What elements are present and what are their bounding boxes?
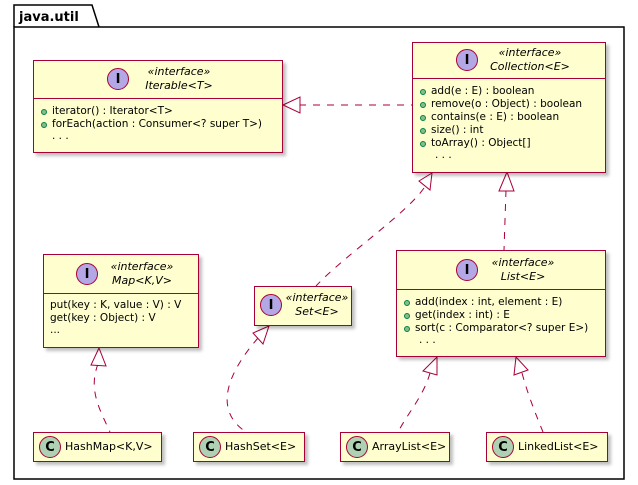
member-row: sort(c : Comparator<? super E>) bbox=[397, 322, 605, 335]
public-method-icon bbox=[404, 313, 410, 319]
hashmap-name: HashMap<K,V> bbox=[65, 440, 153, 453]
iterable-interface-box[interactable]: I «interface» Iterable<T> iterator() : I… bbox=[33, 60, 283, 153]
member-row: get(key : Object) : V bbox=[50, 312, 156, 324]
member-row: get(index : int) : E bbox=[397, 309, 605, 322]
member-row: size() : int bbox=[413, 124, 605, 137]
edge-collection-extends-iterable bbox=[281, 96, 412, 114]
class-badge-icon: C bbox=[199, 436, 221, 458]
interface-badge-icon: I bbox=[456, 259, 478, 281]
member-row: put(key : K, value : V) : V bbox=[50, 299, 182, 311]
list-name: List<E> bbox=[500, 270, 546, 283]
public-method-icon bbox=[404, 326, 410, 332]
members-ellipsis: . . . bbox=[52, 130, 69, 142]
interface-badge-icon: I bbox=[107, 68, 129, 90]
public-method-icon bbox=[420, 141, 426, 147]
package-frame: java.util bbox=[13, 4, 625, 480]
collection-name: Collection<E> bbox=[490, 60, 570, 73]
set-interface-box[interactable]: I «interface» Set<E> bbox=[254, 286, 352, 326]
map-stereotype: «interface» bbox=[110, 260, 174, 273]
list-members: add(index : int, element : E) get(index … bbox=[397, 290, 605, 348]
edge-set-extends-collection bbox=[315, 172, 433, 287]
public-method-icon bbox=[420, 115, 426, 121]
iterable-stereotype: «interface» bbox=[147, 65, 211, 78]
map-name: Map<K,V> bbox=[112, 274, 172, 287]
edge-arraylist-implements-list bbox=[397, 355, 438, 433]
members-ellipsis: . . . bbox=[435, 149, 452, 161]
iterable-name: Iterable<T> bbox=[145, 79, 213, 92]
hashmap-class-box[interactable]: C HashMap<K,V> bbox=[33, 432, 162, 462]
linkedlist-name: LinkedList<E> bbox=[518, 440, 599, 453]
public-method-icon bbox=[41, 122, 47, 128]
collection-members: add(e : E) : boolean remove(o : Object) … bbox=[413, 79, 605, 163]
edge-hashset-implements-set bbox=[226, 325, 270, 433]
set-stereotype: «interface» bbox=[285, 291, 349, 304]
member-row: add(e : E) : boolean bbox=[413, 85, 605, 98]
package-name: java.util bbox=[18, 10, 79, 25]
arraylist-name: ArrayList<E> bbox=[372, 440, 447, 453]
edge-list-extends-collection bbox=[498, 170, 515, 251]
class-badge-icon: C bbox=[492, 436, 514, 458]
member-row: contains(e : E) : boolean bbox=[413, 111, 605, 124]
edge-linkedlist-implements-list bbox=[513, 355, 544, 433]
arraylist-class-box[interactable]: C ArrayList<E> bbox=[340, 432, 450, 462]
members-ellipsis: ... bbox=[50, 324, 61, 336]
public-method-icon bbox=[404, 300, 410, 306]
interface-badge-icon: I bbox=[260, 294, 282, 316]
set-name: Set<E> bbox=[295, 305, 339, 318]
member-row: remove(o : Object) : boolean bbox=[413, 98, 605, 111]
linkedlist-class-box[interactable]: C LinkedList<E> bbox=[486, 432, 608, 462]
class-badge-icon: C bbox=[346, 436, 368, 458]
public-method-icon bbox=[41, 109, 47, 115]
interface-badge-icon: I bbox=[76, 263, 98, 285]
public-method-icon bbox=[420, 102, 426, 108]
public-method-icon bbox=[420, 89, 426, 95]
iterable-members: iterator() : Iterator<T> forEach(action … bbox=[34, 99, 282, 144]
member-row: add(index : int, element : E) bbox=[397, 296, 605, 309]
members-ellipsis: . . . bbox=[419, 334, 436, 346]
collection-interface-box[interactable]: I «interface» Collection<E> add(e : E) :… bbox=[412, 42, 606, 173]
list-stereotype: «interface» bbox=[491, 256, 555, 269]
map-members: put(key : K, value : V) : V get(key : Ob… bbox=[44, 294, 198, 338]
list-interface-box[interactable]: I «interface» List<E> add(index : int, e… bbox=[396, 250, 606, 357]
member-row: forEach(action : Consumer<? super T>) bbox=[34, 118, 282, 131]
map-interface-box[interactable]: I «interface» Map<K,V> put(key : K, valu… bbox=[43, 254, 199, 348]
hashset-class-box[interactable]: C HashSet<E> bbox=[193, 432, 305, 462]
public-method-icon bbox=[420, 128, 426, 134]
hashset-name: HashSet<E> bbox=[225, 440, 297, 453]
member-row: iterator() : Iterator<T> bbox=[34, 105, 282, 118]
class-badge-icon: C bbox=[39, 436, 61, 458]
collection-stereotype: «interface» bbox=[498, 46, 562, 59]
member-row: toArray() : Object[] bbox=[413, 137, 605, 150]
edge-hashmap-implements-map bbox=[90, 346, 111, 433]
interface-badge-icon: I bbox=[456, 49, 478, 71]
